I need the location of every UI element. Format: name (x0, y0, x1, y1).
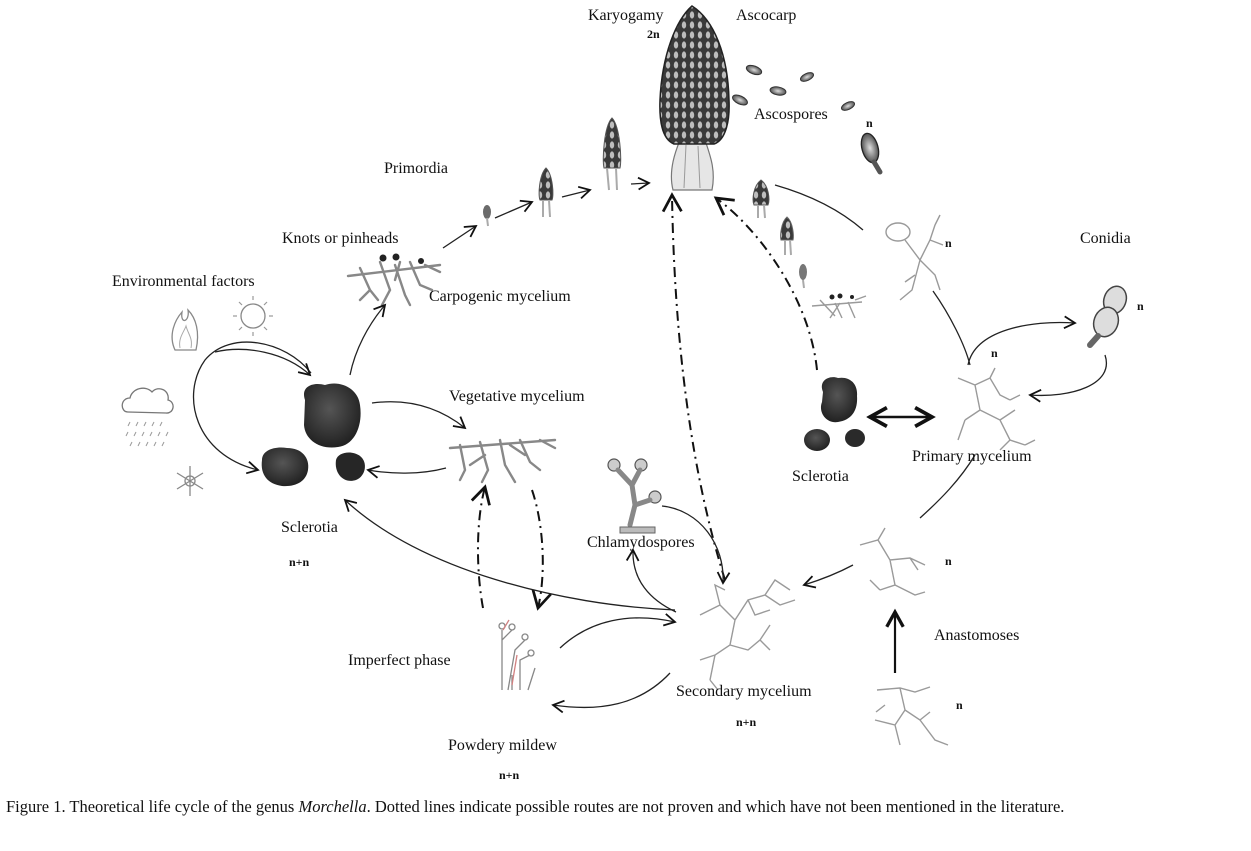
arrow-primary-to-conidia (967, 315, 1077, 366)
figure-caption: Figure 1. Theoretical life cycle of the … (6, 797, 1246, 817)
right-knots-illustration (811, 293, 867, 319)
arrow-vegetative-to-sclerotia (366, 465, 447, 479)
arrow-sclerotia-to-vegetative (371, 401, 467, 430)
arrow-knots-to-primordia (442, 224, 478, 249)
ploidy-secondary: n+n (736, 715, 757, 729)
primary-mycelium-illustration (957, 367, 1036, 451)
right-primordia-illustration (752, 179, 807, 289)
ploidy-sclerotia-left: n+n (289, 555, 310, 569)
arrow-sclerotia-to-knots (349, 303, 387, 376)
anastomosis-lower-hypha-illustration (874, 686, 949, 746)
right-sclerotia-illustration (804, 377, 865, 451)
line-hypha-to-morels (774, 184, 864, 231)
ascocarp-illustration (659, 5, 730, 191)
dashdot-sclerotia-to-ascocarp (713, 196, 818, 371)
knots-pinheads-illustration (346, 253, 442, 307)
fire-icon (171, 308, 199, 351)
arrow-secondary-to-imperfect (551, 672, 671, 714)
label-chlamydospores: Chlamydospores (587, 534, 695, 551)
line-primary-to-anastomosis (919, 454, 976, 519)
ploidy-powdery: n+n (499, 768, 520, 782)
ploidy-haploid-hypha: n (945, 236, 952, 250)
ploidy-primary: n (991, 346, 998, 360)
arrow-environment-to-sclerotia (192, 341, 312, 475)
anastomosis-upper-hypha-illustration (859, 527, 926, 596)
caption-genus: Morchella (298, 797, 367, 816)
arrow-conidia-to-primary (1028, 354, 1108, 403)
sun-icon (233, 296, 273, 336)
label-sclerotia-left: Sclerotia (281, 519, 338, 536)
caption-prefix: Figure 1. Theoretical life cycle of the … (6, 797, 299, 816)
label-environmental-factors: Environmental factors (112, 273, 255, 290)
primordia-illustration (483, 117, 622, 227)
left-sclerotia-illustration (261, 383, 365, 487)
ploidy-anastomosis-lower: n (956, 698, 963, 712)
label-imperfect-phase: Imperfect phase (348, 652, 451, 669)
line-hypha-to-primary (932, 290, 971, 366)
dashdot-secondary-to-ascocarp (661, 192, 726, 581)
label-ascocarp: Ascocarp (736, 7, 797, 24)
label-ascospores: Ascospores (754, 106, 828, 123)
arrow-primordia-3 (630, 176, 651, 191)
arrow-environment-to-sclerotia-top (214, 348, 312, 377)
morchella-life-cycle-diagram: Karyogamy 2n Ascocarp Ascospores n Primo… (112, 5, 1144, 782)
label-secondary-mycelium: Secondary mycelium (676, 683, 812, 700)
arrow-imperfect-to-secondary (559, 613, 677, 649)
label-carpogenic-mycelium: Carpogenic mycelium (429, 288, 571, 305)
label-karyogamy: Karyogamy (588, 7, 664, 24)
dashdot-imperfect-to-vegetative (470, 484, 491, 609)
ascospores-illustration (732, 64, 856, 111)
label-conidia: Conidia (1080, 230, 1131, 247)
ploidy-conidia: n (1137, 299, 1144, 313)
arrow-primordia-2 (561, 185, 592, 200)
diagram-canvas (121, 5, 1128, 746)
label-powdery-mildew: Powdery mildew (448, 737, 557, 754)
chlamydospores-illustration (607, 458, 662, 534)
dashdot-vegetative-to-imperfect (531, 489, 552, 611)
ploidy-ascospore: n (866, 116, 873, 130)
caption-suffix: . Dotted lines indicate possible routes … (366, 797, 1065, 816)
snowflake-icon (176, 466, 204, 496)
ploidy-anastomosis-upper: n (945, 554, 952, 568)
label-anastomoses: Anastomoses (934, 627, 1020, 644)
conidia-illustration (1087, 285, 1128, 348)
arrow-secondary-to-sclerotia (343, 498, 676, 611)
rain-cloud-icon (121, 387, 174, 447)
arrow-secondary-to-chlamydospores (625, 548, 677, 613)
label-knots-pinheads: Knots or pinheads (282, 230, 399, 247)
germinating-ascospore-illustration (860, 132, 883, 175)
arrow-anastomosis-to-secondary (802, 564, 854, 589)
secondary-mycelium-illustration (699, 579, 796, 691)
haploid-hypha-illustration (885, 214, 944, 301)
arrow-chlamydospores-to-secondary (661, 505, 731, 585)
imperfect-phase-illustration (498, 619, 536, 691)
label-primordia: Primordia (384, 160, 448, 177)
label-sclerotia-right: Sclerotia (792, 468, 849, 485)
label-primary-mycelium: Primary mycelium (912, 448, 1032, 465)
ploidy-karyogamy: 2n (647, 27, 660, 41)
vegetative-mycelium-illustration (448, 438, 557, 484)
arrow-primordia-1 (494, 199, 534, 219)
label-vegetative-mycelium: Vegetative mycelium (449, 388, 585, 405)
